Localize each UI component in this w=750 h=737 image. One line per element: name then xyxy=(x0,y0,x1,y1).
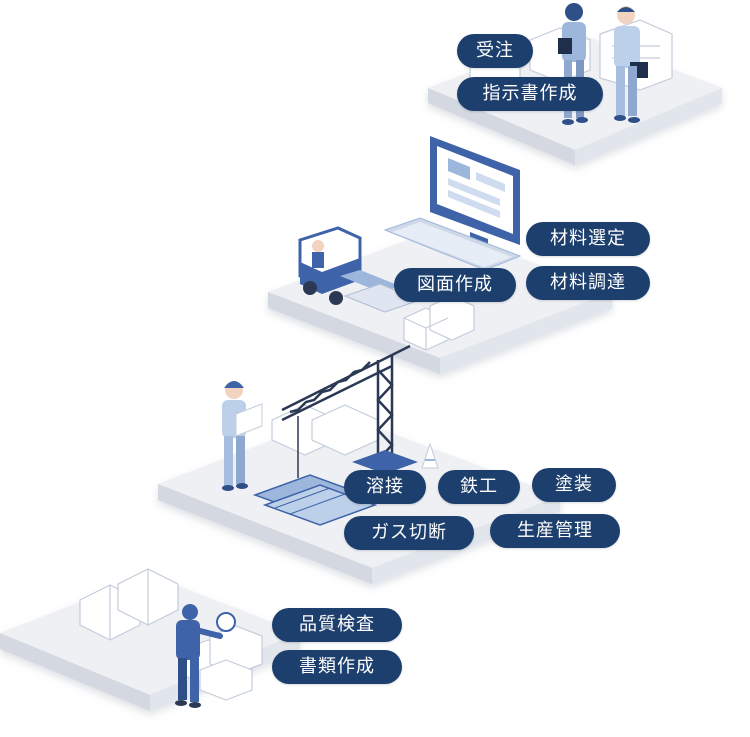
factory-icon xyxy=(79,568,179,641)
forklift-icon xyxy=(298,226,422,313)
crane-base xyxy=(352,450,418,474)
inspector-icon xyxy=(175,604,263,708)
label-welding: 溶接 xyxy=(344,470,426,504)
keyboard-icon xyxy=(383,217,522,271)
label-material-selection: 材料選定 xyxy=(526,222,650,256)
worker-blueprint-icon xyxy=(222,381,263,491)
label-create-instructions: 指示書作成 xyxy=(457,77,603,111)
monitor-icon xyxy=(430,136,520,252)
label-gas-cutting: ガス切断 xyxy=(344,516,474,550)
label-drawing-creation: 図面作成 xyxy=(394,268,516,302)
label-material-procurement: 材料調達 xyxy=(526,266,650,300)
label-order-received: 受注 xyxy=(457,34,533,68)
traffic-cone-icon xyxy=(421,442,439,469)
label-documentation: 書類作成 xyxy=(272,650,402,684)
label-production-management: 生産管理 xyxy=(490,514,620,548)
boxes-icon xyxy=(403,295,475,351)
label-ironwork: 鉄工 xyxy=(438,470,520,504)
crane-icon xyxy=(281,344,411,478)
label-quality-inspection: 品質検査 xyxy=(272,608,402,642)
label-painting: 塗装 xyxy=(532,468,616,502)
